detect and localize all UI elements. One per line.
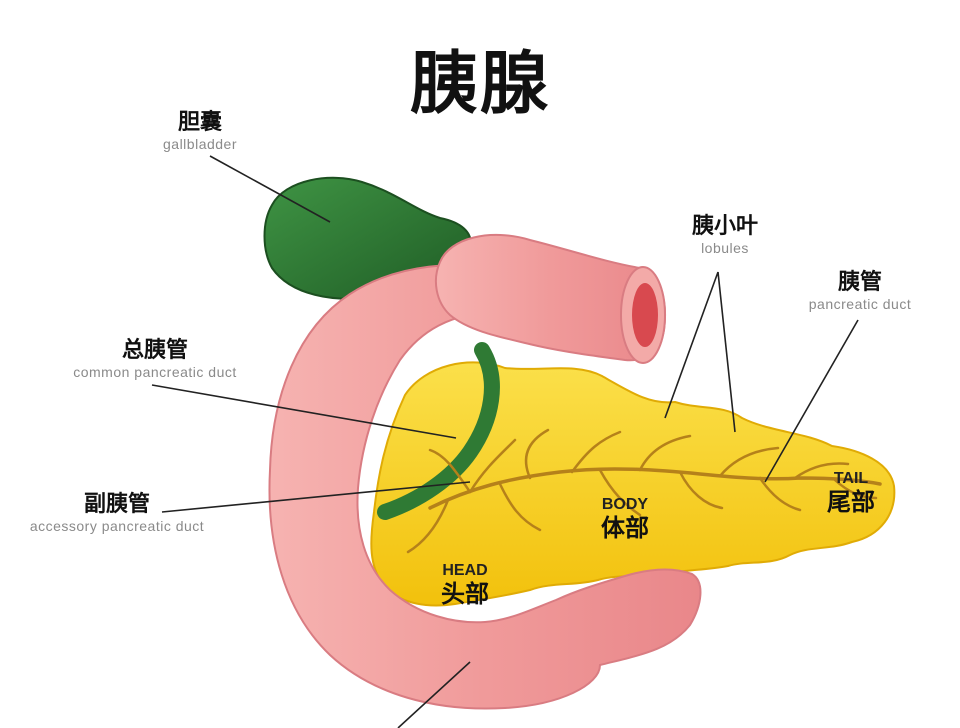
label-pancreatic-duct: 胰管 pancreatic duct <box>780 270 940 313</box>
label-accessory-duct: 副胰管 accessory pancreatic duct <box>0 492 234 535</box>
duodenum-lumen <box>632 283 658 347</box>
label-common-duct: 总胰管 common pancreatic duct <box>30 338 280 381</box>
common-duct-shape <box>377 342 500 520</box>
pancreas-shape <box>370 361 896 607</box>
label-accessory-duct-en: accessory pancreatic duct <box>29 518 205 534</box>
leader-bottom <box>397 661 471 728</box>
region-head-en: HEAD <box>442 562 488 579</box>
leader-lobules-b <box>717 271 736 433</box>
region-head-zh: 头部 <box>441 580 489 608</box>
leader-lines <box>151 155 859 728</box>
region-tail: TAIL 尾部 <box>806 470 896 516</box>
region-body-en: BODY <box>601 496 649 513</box>
label-common-duct-zh: 总胰管 <box>121 338 188 363</box>
region-tail-en: TAIL <box>833 470 869 487</box>
label-gallbladder-zh: 胆囊 <box>177 110 222 135</box>
label-pancreatic-duct-en: pancreatic duct <box>808 296 912 312</box>
leader-common-duct <box>151 384 457 439</box>
leader-accessory-duct <box>161 481 471 513</box>
page-title: 胰腺 <box>409 45 550 124</box>
label-pancreatic-duct-zh: 胰管 <box>837 270 882 295</box>
region-body-zh: 体部 <box>601 514 649 542</box>
leader-pancreatic-duct <box>764 319 859 483</box>
region-tail-zh: 尾部 <box>827 488 875 516</box>
label-gallbladder-en: gallbladder <box>163 136 237 152</box>
label-gallbladder: 胆囊 gallbladder <box>120 110 280 153</box>
region-head: HEAD 头部 <box>420 562 510 608</box>
pancreatic-duct-branches <box>406 428 878 554</box>
label-accessory-duct-zh: 副胰管 <box>83 492 150 517</box>
leader-lobules-a <box>664 271 719 419</box>
pancreatic-duct-main <box>428 467 882 510</box>
leader-gallbladder <box>209 155 331 223</box>
label-lobules-zh: 胰小叶 <box>691 214 758 239</box>
label-lobules: 胰小叶 lobules <box>650 214 800 257</box>
label-lobules-en: lobules <box>701 240 749 256</box>
region-body: BODY 体部 <box>580 496 670 542</box>
label-common-duct-en: common pancreatic duct <box>73 364 237 380</box>
duodenum-shape <box>268 263 702 710</box>
